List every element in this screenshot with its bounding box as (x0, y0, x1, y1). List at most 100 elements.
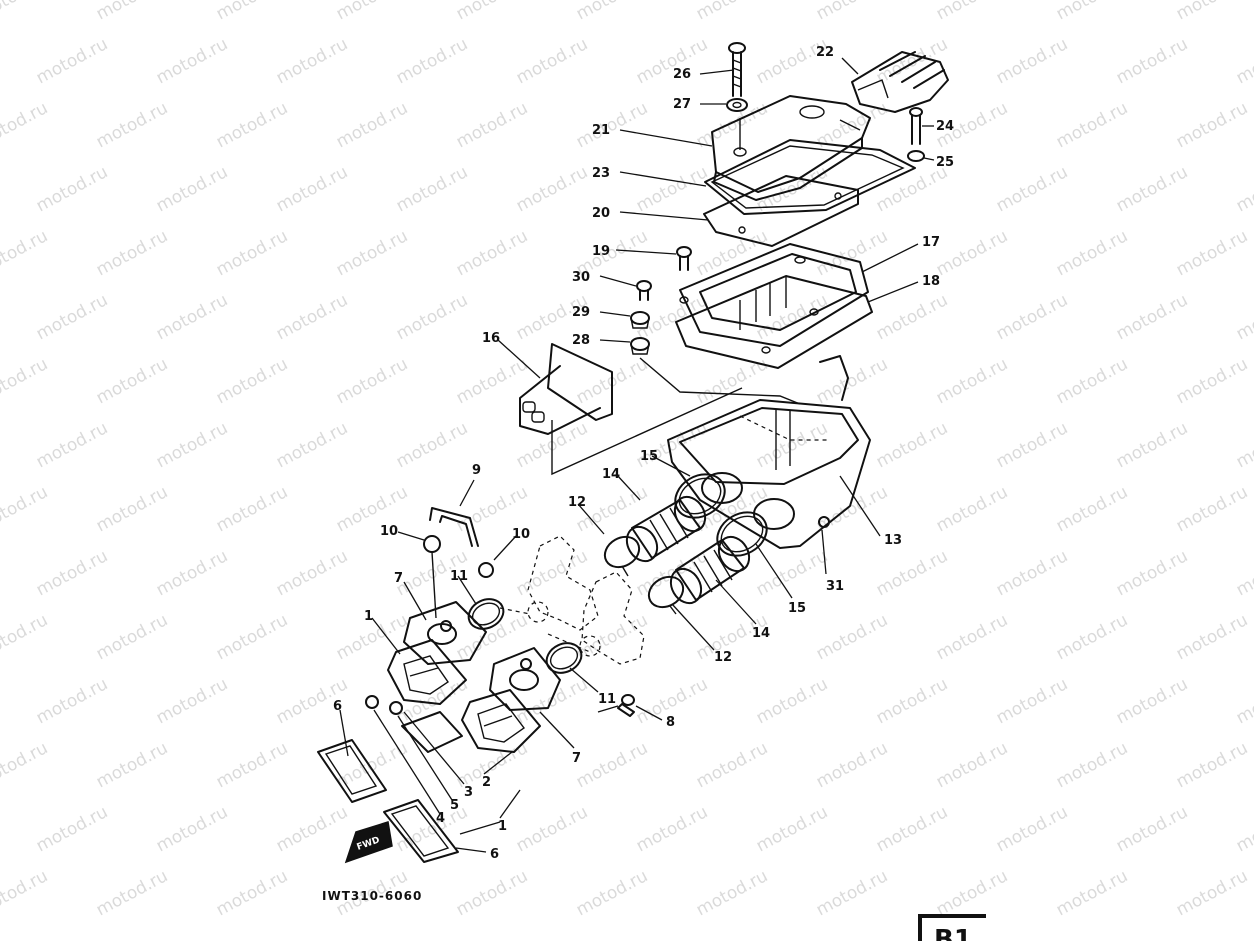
watermark-text: motod.ru (33, 546, 111, 600)
watermark-text: motod.ru (813, 610, 891, 664)
watermark-text: motod.ru (93, 0, 171, 24)
watermark-text: motod.ru (1233, 418, 1254, 472)
watermark-text: motod.ru (1233, 34, 1254, 88)
watermark-text: motod.ru (273, 418, 351, 472)
watermark-text: motod.ru (333, 98, 411, 152)
watermark-text: motod.ru (1173, 610, 1251, 664)
callout-9: 9 (472, 463, 481, 478)
watermark-text: motod.ru (993, 674, 1071, 728)
callout-26: 26 (673, 67, 691, 82)
watermark-text: motod.ru (573, 0, 651, 24)
watermark-text: motod.ru (693, 866, 771, 920)
bolt-30 (636, 280, 652, 301)
watermark-text: motod.ru (0, 98, 51, 152)
watermark-text: motod.ru (933, 738, 1011, 792)
watermark-text: motod.ru (933, 0, 1011, 24)
watermark-text: motod.ru (813, 482, 891, 536)
watermark-text: motod.ru (513, 34, 591, 88)
watermark-text: motod.ru (93, 98, 171, 152)
callout-1b: 1 (498, 819, 507, 834)
watermark-text: motod.ru (813, 866, 891, 920)
fwd-arrow-icon (344, 821, 393, 864)
callout-16: 16 (482, 331, 500, 346)
gasket-6a (317, 739, 387, 803)
callout-22: 22 (816, 45, 834, 60)
watermark-text: motod.ru (1053, 866, 1131, 920)
watermark-text: motod.ru (993, 290, 1071, 344)
watermark-text: motod.ru (93, 738, 171, 792)
callout-2: 2 (482, 775, 491, 790)
watermark-text: motod.ru (1113, 802, 1191, 856)
callout-11b: 11 (598, 692, 616, 707)
watermark-text: motod.ru (933, 866, 1011, 920)
gasket-6b (383, 799, 459, 863)
callout-17: 17 (922, 235, 940, 250)
watermark-text: motod.ru (753, 290, 831, 344)
watermark-text: motod.ru (153, 418, 231, 472)
watermark-text: motod.ru (753, 418, 831, 472)
carb-joint-14b (669, 535, 751, 605)
callout-8: 8 (666, 715, 675, 730)
watermark-text: motod.ru (393, 162, 471, 216)
grommet-28 (630, 337, 650, 355)
watermark-text: motod.ru (1173, 0, 1251, 24)
callout-10a: 10 (380, 524, 398, 539)
watermark-text: motod.ru (513, 546, 591, 600)
callout-11a: 11 (450, 569, 468, 584)
intake-duct-22 (851, 51, 949, 113)
washer-4 (365, 695, 379, 709)
watermark-text: motod.ru (453, 610, 531, 664)
watermark-text: motod.ru (153, 290, 231, 344)
watermark-text: motod.ru (1173, 738, 1251, 792)
watermark-text: motod.ru (33, 34, 111, 88)
watermark-text: motod.ru (453, 0, 531, 24)
watermark-text: motod.ru (1053, 482, 1131, 536)
watermark-text: motod.ru (1053, 738, 1131, 792)
watermark-text: motod.ru (873, 290, 951, 344)
watermark-text: motod.ru (0, 738, 51, 792)
bolt-24 (909, 107, 923, 145)
page-badge-text: B1 (934, 925, 972, 941)
watermark-text: motod.ru (873, 674, 951, 728)
watermark-text: motod.ru (333, 354, 411, 408)
callout-24: 24 (936, 119, 954, 134)
callout-7a: 7 (394, 571, 403, 586)
watermark-text: motod.ru (513, 802, 591, 856)
watermark-text: motod.ru (93, 482, 171, 536)
washer-27 (726, 98, 748, 112)
grommet-29 (630, 311, 650, 329)
callout-12b: 12 (714, 650, 732, 665)
watermark-text: motod.ru (153, 546, 231, 600)
hose-9 (429, 507, 479, 547)
clamp-12b (647, 575, 685, 615)
watermark-text: motod.ru (0, 0, 51, 24)
watermark-text: motod.ru (273, 162, 351, 216)
watermark-text: motod.ru (873, 546, 951, 600)
clip-10a (423, 535, 441, 619)
watermark-text: motod.ru (213, 0, 291, 24)
watermark-text: motod.ru (393, 418, 471, 472)
manifold-7b (489, 647, 561, 711)
nut-25 (907, 150, 925, 162)
callout-31: 31 (826, 579, 844, 594)
watermark-text: motod.ru (813, 0, 891, 24)
watermark-text: motod.ru (1053, 98, 1131, 152)
clamp-15a (674, 473, 726, 519)
reed-valve-1b (461, 689, 541, 753)
callout-15b: 15 (788, 601, 806, 616)
watermark-text: motod.ru (993, 34, 1071, 88)
screw-5 (389, 701, 403, 715)
diagram-code: IWT310-6060 (322, 889, 422, 903)
joint-16 (519, 343, 613, 435)
watermark-text: motod.ru (1233, 546, 1254, 600)
watermark-text: motod.ru (453, 98, 531, 152)
element-plate-20 (703, 175, 859, 247)
watermark-text: motod.ru (513, 674, 591, 728)
watermark-text: motod.ru (993, 162, 1071, 216)
callout-labels: 26 22 27 24 21 25 23 20 19 17 30 18 29 2… (333, 45, 954, 862)
watermark-text: motod.ru (213, 738, 291, 792)
watermark-layer: motod.ru motod.ru motod.ru motod.ru motod.ru… (0, 0, 1254, 920)
screw-8 (617, 694, 635, 717)
callout-25: 25 (936, 155, 954, 170)
